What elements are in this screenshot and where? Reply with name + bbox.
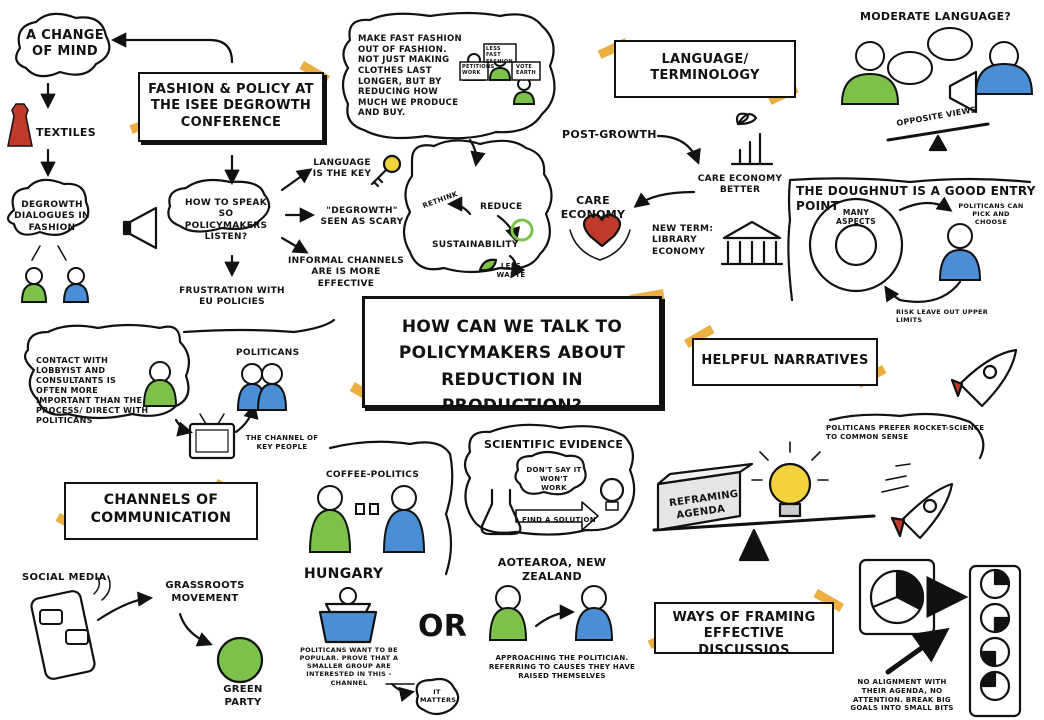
library-icon <box>720 220 784 266</box>
degrowth-scary-label: "Degrowth" seen as scary <box>320 206 404 228</box>
rocket-science-label: Politicans prefer rocket-science to comm… <box>826 424 985 441</box>
megaphone-icon <box>128 206 158 250</box>
language-box <box>614 40 796 98</box>
coffee-politics-label: Coffee-politics <box>326 470 420 480</box>
lobbyist-label: Contact with lobbyist and consultants is… <box>36 356 149 425</box>
risk-leave-label: Risk leave out upper limits <box>896 308 989 325</box>
fast-fashion-cloud <box>341 11 556 140</box>
speech-bubbles <box>39 27 973 645</box>
main-question-box <box>362 296 662 408</box>
podium <box>318 610 378 644</box>
flask-icon <box>480 488 522 536</box>
globe-icon <box>216 636 264 684</box>
doughnut-inner <box>834 223 878 267</box>
channel-key-people-label: The channel of key people <box>245 434 319 451</box>
key-icon <box>382 154 402 174</box>
care-economy-label: Care economy <box>560 194 626 221</box>
it-matters-label: It matters <box>420 688 457 705</box>
heart-icon <box>582 213 622 248</box>
recycle-icon <box>510 218 534 242</box>
informal-channels-label: Informal channels are is more effective <box>287 256 405 289</box>
sign-petitions: Petitions work <box>462 64 495 77</box>
dont-say-bubble <box>514 450 587 496</box>
dress-icon <box>7 103 33 147</box>
tv-icon <box>188 422 236 460</box>
framing-box <box>654 602 834 654</box>
textiles-label: Textiles <box>36 126 96 139</box>
reduce-label: Reduce <box>480 202 523 212</box>
leaf-icon <box>478 258 498 272</box>
helpful-narratives-box <box>692 338 878 386</box>
post-growth-label: Post-growth <box>562 128 657 141</box>
rocket-bottom-icon <box>881 463 954 540</box>
or-label: OR <box>418 609 468 644</box>
change-of-mind-cloud <box>15 12 111 78</box>
helpful-narratives-title: Helpful narratives <box>701 353 869 368</box>
grassroots-label: Grassroots movement <box>165 580 245 604</box>
no-alignment-label: No alignment with their agenda, no atten… <box>850 678 954 713</box>
many-aspects-label: Many aspects <box>836 208 876 227</box>
balance-beam <box>652 514 876 532</box>
language-title: Language/ Terminology <box>650 52 760 84</box>
sustainability-cloud <box>402 139 553 274</box>
channels-title: Channels of communication <box>90 492 232 526</box>
small-bulb-icon <box>599 477 625 503</box>
growth-chart-icon <box>730 112 774 166</box>
doughnut-frame <box>787 177 1032 302</box>
politicans-label: Politicans <box>236 348 300 358</box>
framing-title: Ways of framing effective discussios <box>672 610 816 658</box>
pick-choose-label: Politicans can pick and choose <box>958 202 1024 227</box>
find-solution-label: Find a solution <box>522 516 596 524</box>
conference-box <box>138 72 324 142</box>
less-waste-label: Less waste <box>496 262 526 279</box>
it-matters-bubble <box>415 677 460 716</box>
doughnut-title: The doughnut is a good entry point <box>796 184 1036 213</box>
aotearoa-label: Aotearoa, New Zealand <box>497 556 607 583</box>
megaphone-icon-2 <box>948 70 978 114</box>
protest-signs <box>459 43 541 81</box>
social-media-label: Social media <box>22 572 107 583</box>
lobbyist-cloud <box>24 323 191 420</box>
green-party-label: Green party <box>223 684 263 708</box>
rocket-top-icon <box>950 348 1018 408</box>
dont-say-label: Don't say it won't work <box>526 466 582 492</box>
doughnut-outer <box>808 197 904 293</box>
big-bulb-icon <box>768 462 812 506</box>
sign-vote: Vote earth <box>516 64 537 77</box>
main-question: How can we talk to policymakers about re… <box>398 317 626 417</box>
people <box>20 41 1034 641</box>
small-pies-frame <box>968 564 1022 718</box>
new-term-label: New term: library economy <box>652 224 714 257</box>
sign-less-fast: Less fast fashion <box>486 46 513 65</box>
change-of-mind-label: A change of mind <box>26 28 104 60</box>
how-to-speak-cloud <box>167 178 271 233</box>
frustration-label: Frustration with EU policies <box>179 286 285 308</box>
sustainability-label: Sustainability <box>432 240 519 250</box>
degrowth-dialogues-cloud <box>6 178 90 237</box>
care-economy-better-label: Care economy better <box>697 174 783 196</box>
moderate-language-label: Moderate language? <box>860 10 1012 23</box>
approaching-label: Approaching the politician. Referring to… <box>488 654 636 680</box>
slow-fashion-note: Make fast fashion out of fashion. Not ju… <box>358 34 462 119</box>
conference-title: Fashion & policy at the ISEE Degrowth co… <box>148 82 314 130</box>
language-key-label: Language is the key <box>312 158 372 180</box>
how-to-speak-label: How to speak so policymakers listen? <box>184 198 268 242</box>
opposite-views-seesaw <box>886 122 990 142</box>
degrowth-dialogues-label: Degrowth dialogues in fashion <box>14 200 90 233</box>
scientific-evidence-label: Scientific evidence <box>484 438 624 451</box>
channels-box <box>64 482 258 540</box>
hungary-note: Politicans want to be popular. Prove tha… <box>299 646 399 687</box>
scientific-cloud <box>463 423 636 536</box>
hungary-label: Hungary <box>304 566 384 582</box>
arrow-conference-to-mind <box>110 32 234 64</box>
